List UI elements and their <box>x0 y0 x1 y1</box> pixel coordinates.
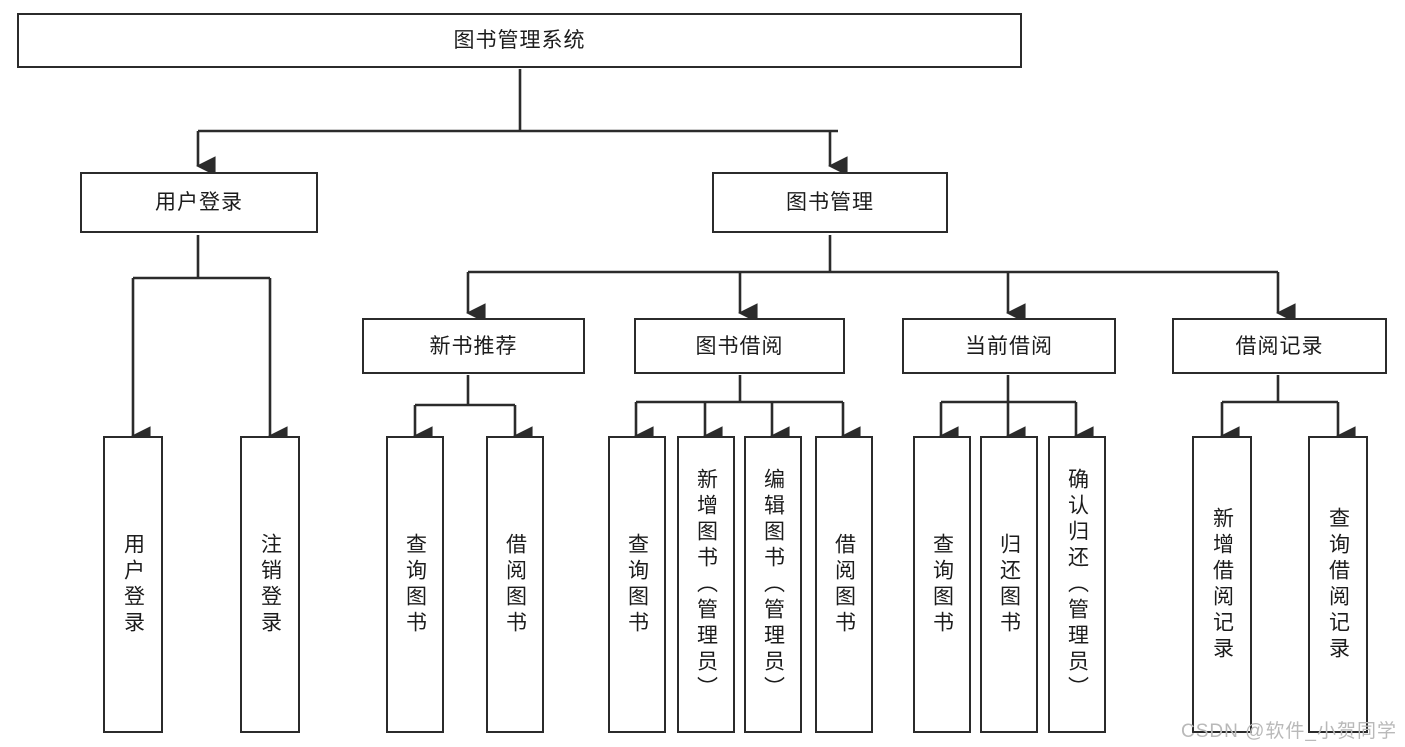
node-book-management[interactable]: 图书管理 <box>712 172 948 233</box>
leaf-edit-book-admin[interactable]: 编辑图书（管理员） <box>744 436 802 733</box>
leaf-query-book-recommend[interactable]: 查询图书 <box>386 436 444 733</box>
node-label: 注销登录 <box>258 532 282 637</box>
node-label: 确认归还（管理员） <box>1065 467 1089 702</box>
leaf-query-book-current[interactable]: 查询图书 <box>913 436 971 733</box>
node-new-book-recommend[interactable]: 新书推荐 <box>362 318 585 374</box>
node-label: 借阅记录 <box>1235 334 1324 358</box>
leaf-borrow-book-recommend[interactable]: 借阅图书 <box>486 436 544 733</box>
node-label: 当前借阅 <box>965 334 1053 358</box>
leaf-borrow-book[interactable]: 借阅图书 <box>815 436 873 733</box>
node-label: 新增图书（管理员） <box>694 467 718 702</box>
node-book-borrow[interactable]: 图书借阅 <box>634 318 845 374</box>
node-label: 查询借阅记录 <box>1326 506 1350 663</box>
node-label: 图书借阅 <box>695 334 784 358</box>
node-label: 新增借阅记录 <box>1210 506 1234 663</box>
node-current-borrow[interactable]: 当前借阅 <box>902 318 1116 374</box>
leaf-add-book-admin[interactable]: 新增图书（管理员） <box>677 436 735 733</box>
leaf-user-login[interactable]: 用户登录 <box>103 436 163 733</box>
leaf-add-borrow-record[interactable]: 新增借阅记录 <box>1192 436 1252 733</box>
node-label: 图书管理 <box>786 191 874 214</box>
node-label: 用户登录 <box>121 532 145 637</box>
node-label: 借阅图书 <box>503 532 527 637</box>
node-label: 查询图书 <box>625 532 649 637</box>
leaf-logout[interactable]: 注销登录 <box>240 436 300 733</box>
node-label: 借阅图书 <box>832 532 856 637</box>
node-label: 查询图书 <box>403 532 427 637</box>
node-root-system[interactable]: 图书管理系统 <box>17 13 1022 68</box>
node-user-login[interactable]: 用户登录 <box>80 172 318 233</box>
leaf-query-borrow-record[interactable]: 查询借阅记录 <box>1308 436 1368 733</box>
leaf-query-book-borrow[interactable]: 查询图书 <box>608 436 666 733</box>
watermark: CSDN @软件_小贺同学 <box>1181 721 1397 742</box>
node-label: 归还图书 <box>997 532 1021 637</box>
node-borrow-record[interactable]: 借阅记录 <box>1172 318 1387 374</box>
node-label: 用户登录 <box>155 191 243 214</box>
leaf-confirm-return-admin[interactable]: 确认归还（管理员） <box>1048 436 1106 733</box>
node-label: 编辑图书（管理员） <box>761 467 785 702</box>
node-label: 图书管理系统 <box>453 29 586 52</box>
node-label: 新书推荐 <box>429 334 518 358</box>
node-label: 查询图书 <box>930 532 954 637</box>
leaf-return-book[interactable]: 归还图书 <box>980 436 1038 733</box>
